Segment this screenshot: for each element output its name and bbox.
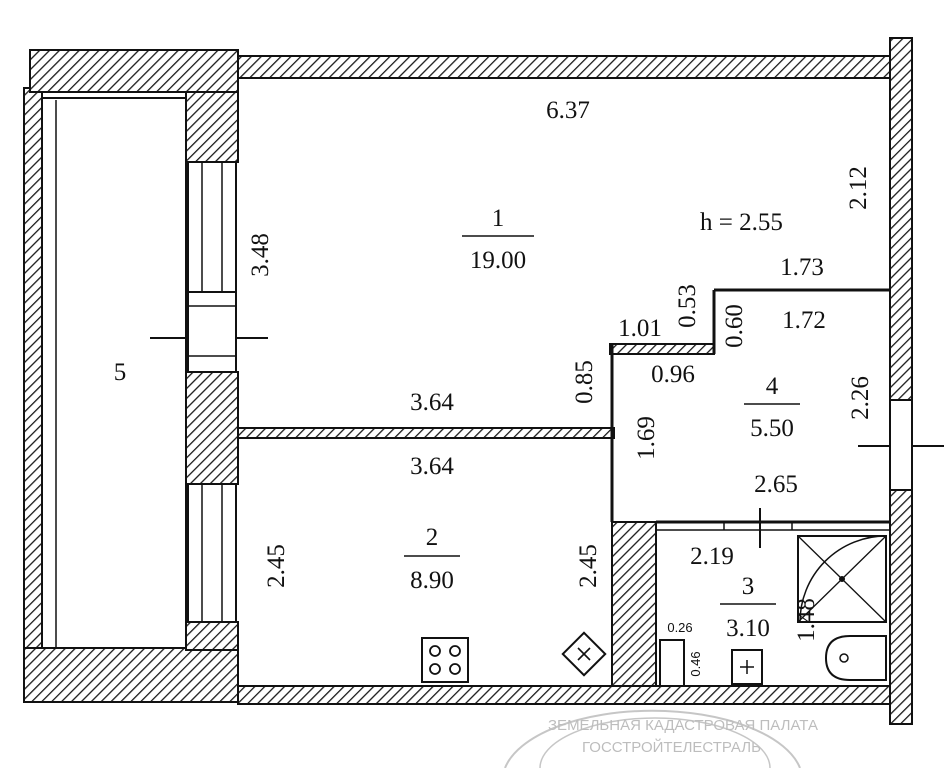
room-2-number: 2 <box>426 524 439 551</box>
dim-top-width: 6.37 <box>546 97 590 124</box>
dim-corridor-inner: 1.72 <box>782 307 826 334</box>
dim-kitchen-right-height: 2.45 <box>575 544 602 588</box>
dim-corridor-top: 1.73 <box>780 254 824 281</box>
toilet-icon <box>824 635 887 681</box>
ventilation-shaft <box>659 639 685 687</box>
dimension-labels: 6.37 3.48 2.12 1.73 1.72 0.53 1.01 0.60 … <box>247 97 874 677</box>
dim-wall-top-length: 3.64 <box>410 389 454 416</box>
dim-shaft-height: 0.46 <box>688 651 703 676</box>
window-room-1 <box>187 161 237 293</box>
dim-closet-vertical: 0.60 <box>721 304 748 348</box>
dim-kitchen-left-height: 2.45 <box>263 544 290 588</box>
shower-icon <box>797 535 887 623</box>
fixtures <box>421 535 887 685</box>
dim-partition-height: 0.85 <box>571 360 598 404</box>
dim-left-upper-height: 3.48 <box>247 233 274 277</box>
dim-step-vertical: 0.53 <box>674 284 701 328</box>
dim-right-upper-height: 2.12 <box>845 166 872 210</box>
room-4-area: 5.50 <box>750 415 794 442</box>
stamp-line-1: ЗЕМЕЛЬНАЯ КАДАСТРОВАЯ ПАЛАТА <box>548 717 818 734</box>
room-4-number: 4 <box>766 373 779 400</box>
room-3-area: 3.10 <box>726 615 770 642</box>
room-1-area: 19.00 <box>470 247 526 274</box>
top-wall <box>237 55 891 79</box>
partition-step-horizontal <box>609 343 715 355</box>
dim-wall-bottom-length: 3.64 <box>410 453 454 480</box>
bath-wall-block <box>611 521 657 687</box>
pier-lower <box>185 621 239 651</box>
dim-hall-left-height: 1.69 <box>633 416 660 460</box>
stove-icon <box>421 637 469 683</box>
balcony <box>23 87 268 703</box>
partitions <box>237 288 944 687</box>
room-2-area: 8.90 <box>410 567 454 594</box>
pier-middle <box>185 371 239 485</box>
dim-shaft-width: 0.26 <box>667 620 692 635</box>
room-1-number: 1 <box>492 205 505 232</box>
balcony-door <box>187 291 237 373</box>
dim-step-horizontal: 1.01 <box>618 315 662 342</box>
room-labels: 1 19.00 2 8.90 3 3.10 4 5.50 5 h = 2.55 <box>114 205 800 642</box>
partition-room1-room2 <box>237 427 615 439</box>
balcony-left-wall <box>23 87 43 661</box>
bottom-wall <box>237 685 891 705</box>
pier-upper <box>185 91 239 163</box>
cadastral-stamp: ЗЕМЕЛЬНАЯ КАДАСТРОВАЯ ПАЛАТА ГОССТРОЙТЕЛ… <box>504 709 818 768</box>
window-room-2 <box>187 483 237 623</box>
dim-bath-height: 1.48 <box>793 598 820 642</box>
kitchen-sink-icon <box>561 631 607 677</box>
stamp-line-2: ГОССТРОЙТЕЛЕСТРАЛЬ <box>582 738 761 756</box>
ceiling-height: h = 2.55 <box>700 209 783 236</box>
dim-bath-top-width: 2.65 <box>754 471 798 498</box>
walls <box>29 37 913 725</box>
bath-sink-icon <box>731 649 763 685</box>
top-left-wall <box>29 49 239 93</box>
right-wall <box>889 37 913 725</box>
entry-door-gap <box>889 399 913 491</box>
dim-bath-inner-width: 2.19 <box>690 543 734 570</box>
balcony-bottom-wall <box>23 647 239 703</box>
windows <box>187 161 237 623</box>
room-3-number: 3 <box>742 573 755 600</box>
room-5-number: 5 <box>114 359 127 386</box>
dim-hall-height: 2.26 <box>847 376 874 420</box>
dim-closet-width: 0.96 <box>651 361 695 388</box>
